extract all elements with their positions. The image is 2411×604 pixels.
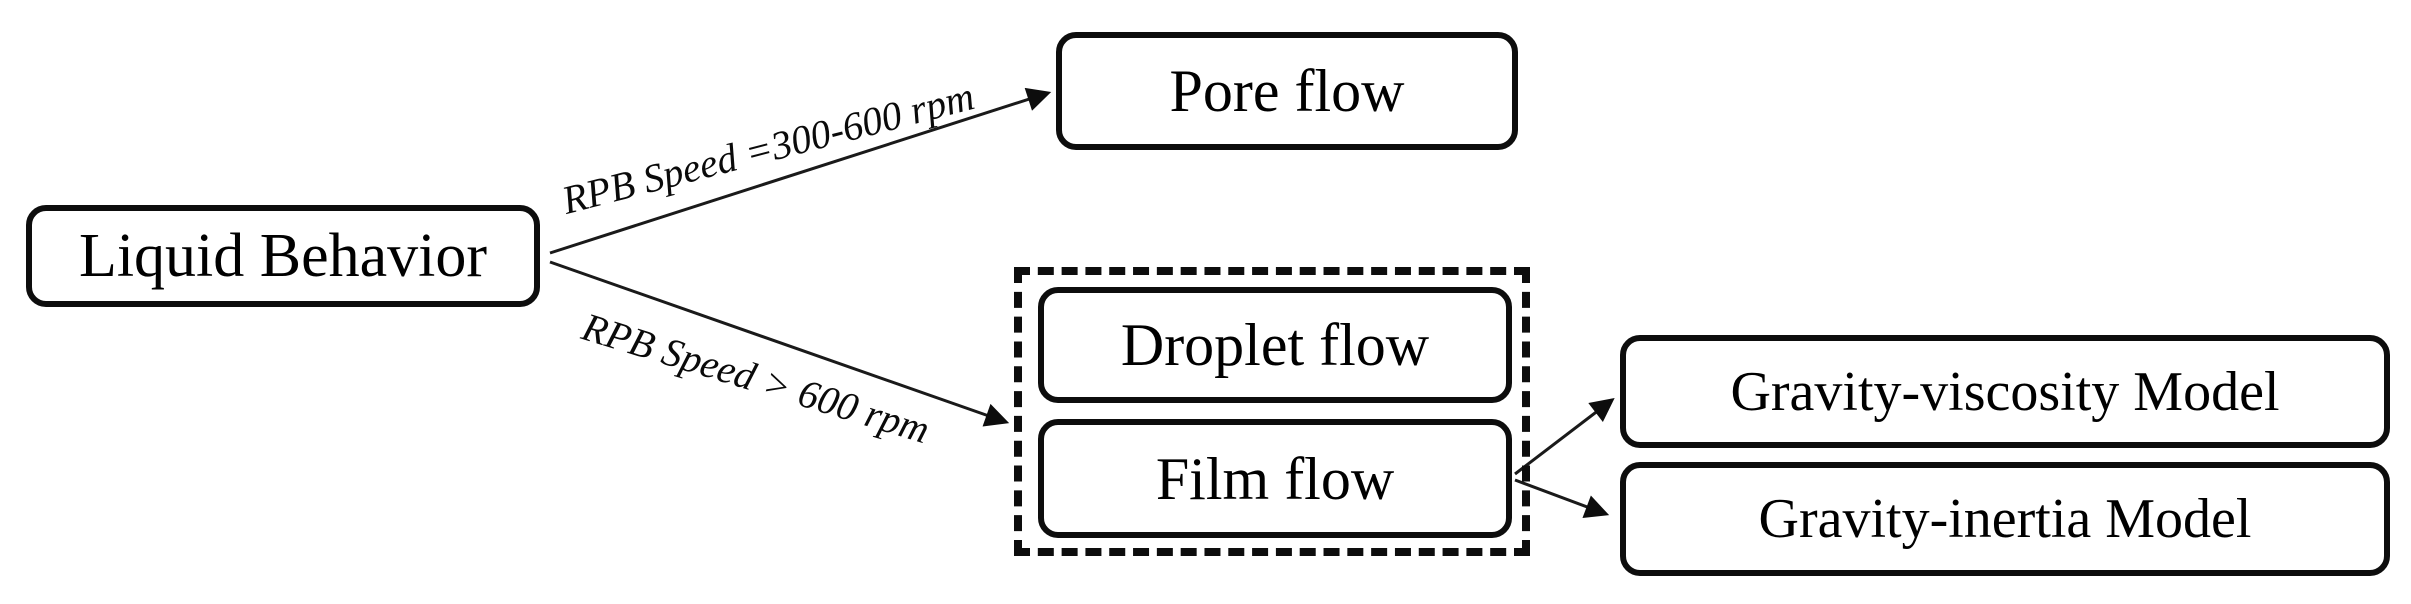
node-pore-flow: Pore flow [1056,32,1518,150]
droplet-film-group-border [1014,267,1530,556]
arrow-liquid-to-pore-flow [549,87,1052,255]
node-droplet-flow: Droplet flow [1038,287,1512,403]
node-film-flow: Film flow [1038,419,1512,538]
arrow-film-to-gravity-viscosity [1514,397,1615,476]
node-gravity-viscosity-model: Gravity-viscosity Model [1620,335,2390,448]
arrow-liquid-to-droplet-film-group [549,260,1010,427]
node-gravity-inertia-model-label: Gravity-inertia Model [1758,488,2252,550]
arrow-film-to-gravity-inertia [1514,478,1610,519]
node-pore-flow-label: Pore flow [1169,58,1405,124]
node-gravity-viscosity-model-label: Gravity-viscosity Model [1730,360,2280,423]
node-film-flow-label: Film flow [1155,445,1395,512]
node-liquid-behavior: Liquid Behavior [26,205,540,307]
node-liquid-behavior-label: Liquid Behavior [78,222,488,290]
node-gravity-inertia-model: Gravity-inertia Model [1620,462,2390,576]
node-droplet-flow-label: Droplet flow [1120,312,1430,378]
